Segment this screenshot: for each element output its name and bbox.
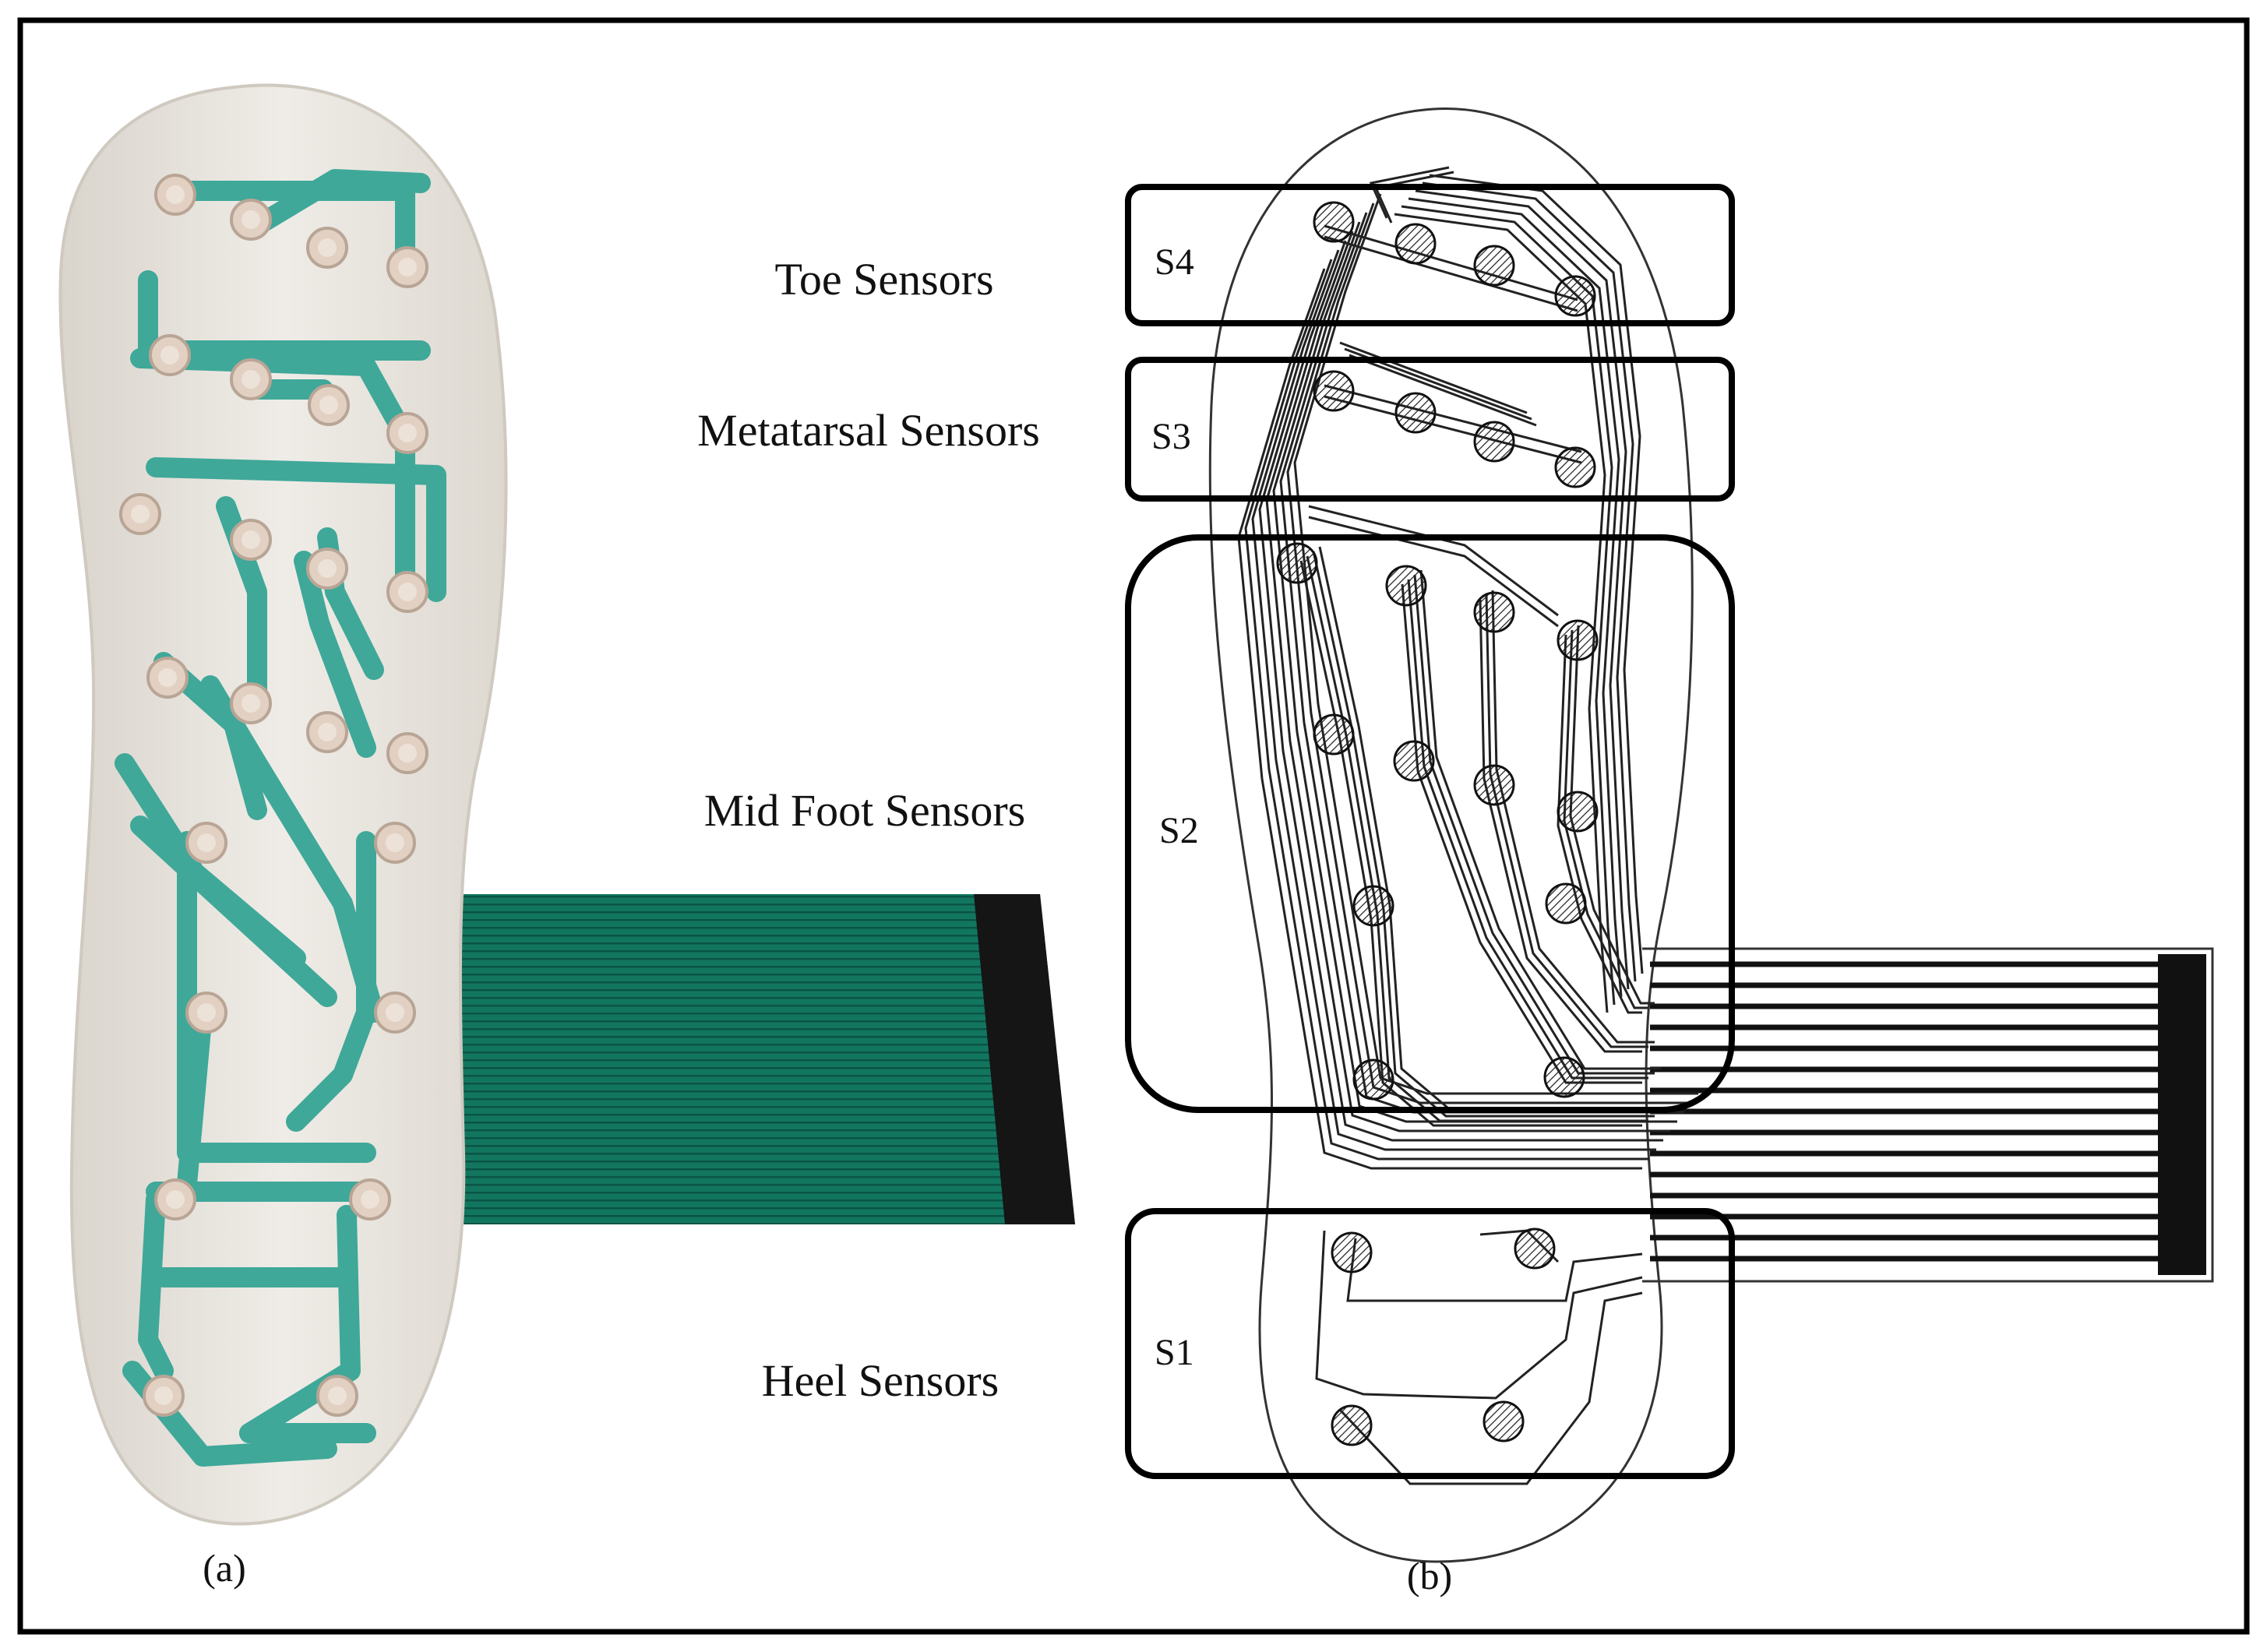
- schematic-sensor-pad: [1473, 421, 1515, 463]
- schematic-traces: [1237, 166, 1698, 1485]
- schematic-sensor-pad: [1394, 392, 1437, 434]
- schematic-sensor-pad: [1393, 740, 1435, 782]
- region-box-s4: [1125, 184, 1735, 326]
- schematic-sensor-pad: [1352, 885, 1394, 927]
- region-code-s2: S2: [1159, 810, 1199, 851]
- schematic-sensor-pad: [1514, 1228, 1556, 1270]
- panel-a-caption: (a): [203, 1546, 246, 1590]
- schematic-sensor-pad: [1331, 1404, 1373, 1446]
- schematic-sensor-pad: [1543, 1056, 1585, 1098]
- region-box-s2: [1125, 534, 1735, 1113]
- schematic-insole-outline: [1208, 107, 1694, 1563]
- region-box-s3: [1125, 357, 1735, 502]
- schematic-sensor-pad: [1557, 619, 1599, 661]
- schematic-sensor-pad: [1313, 370, 1355, 412]
- schematic-sensor-pad: [1331, 1231, 1373, 1273]
- schematic-sensor-pad: [1473, 764, 1515, 806]
- schematic-sensor-pad: [1554, 275, 1596, 317]
- panel-a-insole-photo: (a): [58, 83, 1075, 1590]
- schematic-sensor-pad: [1385, 565, 1427, 607]
- label-metatarsal-sensors: Metatarsal Sensors: [697, 405, 1040, 456]
- schematic-sensor-pad: [1276, 542, 1318, 584]
- schematic-sensor-pad: [1554, 446, 1596, 488]
- schematic-sensor-pad: [1394, 223, 1437, 265]
- region-box-s1: [1125, 1208, 1735, 1479]
- region-code-s4: S4: [1155, 241, 1194, 283]
- schematic-sensor-pad: [1352, 1058, 1394, 1101]
- schematic-sensor-pad: [1483, 1400, 1525, 1442]
- figure-frame: [17, 17, 2250, 1635]
- label-toe-sensors: Toe Sensors: [774, 254, 993, 305]
- region-code-s3: S3: [1151, 416, 1191, 457]
- schematic-sensor-pad: [1313, 713, 1355, 756]
- label-heel-sensors: Heel Sensors: [762, 1355, 999, 1406]
- schematic-sensor-pads: [1276, 201, 1599, 1446]
- panel-b-schematic: S4 S3 S2 S1 Toe Sensors Metatarsal Senso…: [697, 107, 2214, 1597]
- region-code-s1: S1: [1155, 1332, 1194, 1373]
- schematic-sensor-pad: [1473, 591, 1515, 633]
- schematic-sensor-pad: [1313, 201, 1355, 243]
- schematic-sensor-pad: [1473, 245, 1515, 287]
- schematic-sensor-pad: [1545, 882, 1587, 925]
- flex-cable: [436, 894, 1075, 1224]
- sensor-pads: [119, 174, 428, 1417]
- connector-tail: [1642, 947, 2214, 1283]
- schematic-sensor-pad: [1557, 791, 1599, 833]
- panel-b-caption: (b): [1407, 1554, 1452, 1597]
- label-mid-foot-sensors: Mid Foot Sensors: [704, 785, 1026, 836]
